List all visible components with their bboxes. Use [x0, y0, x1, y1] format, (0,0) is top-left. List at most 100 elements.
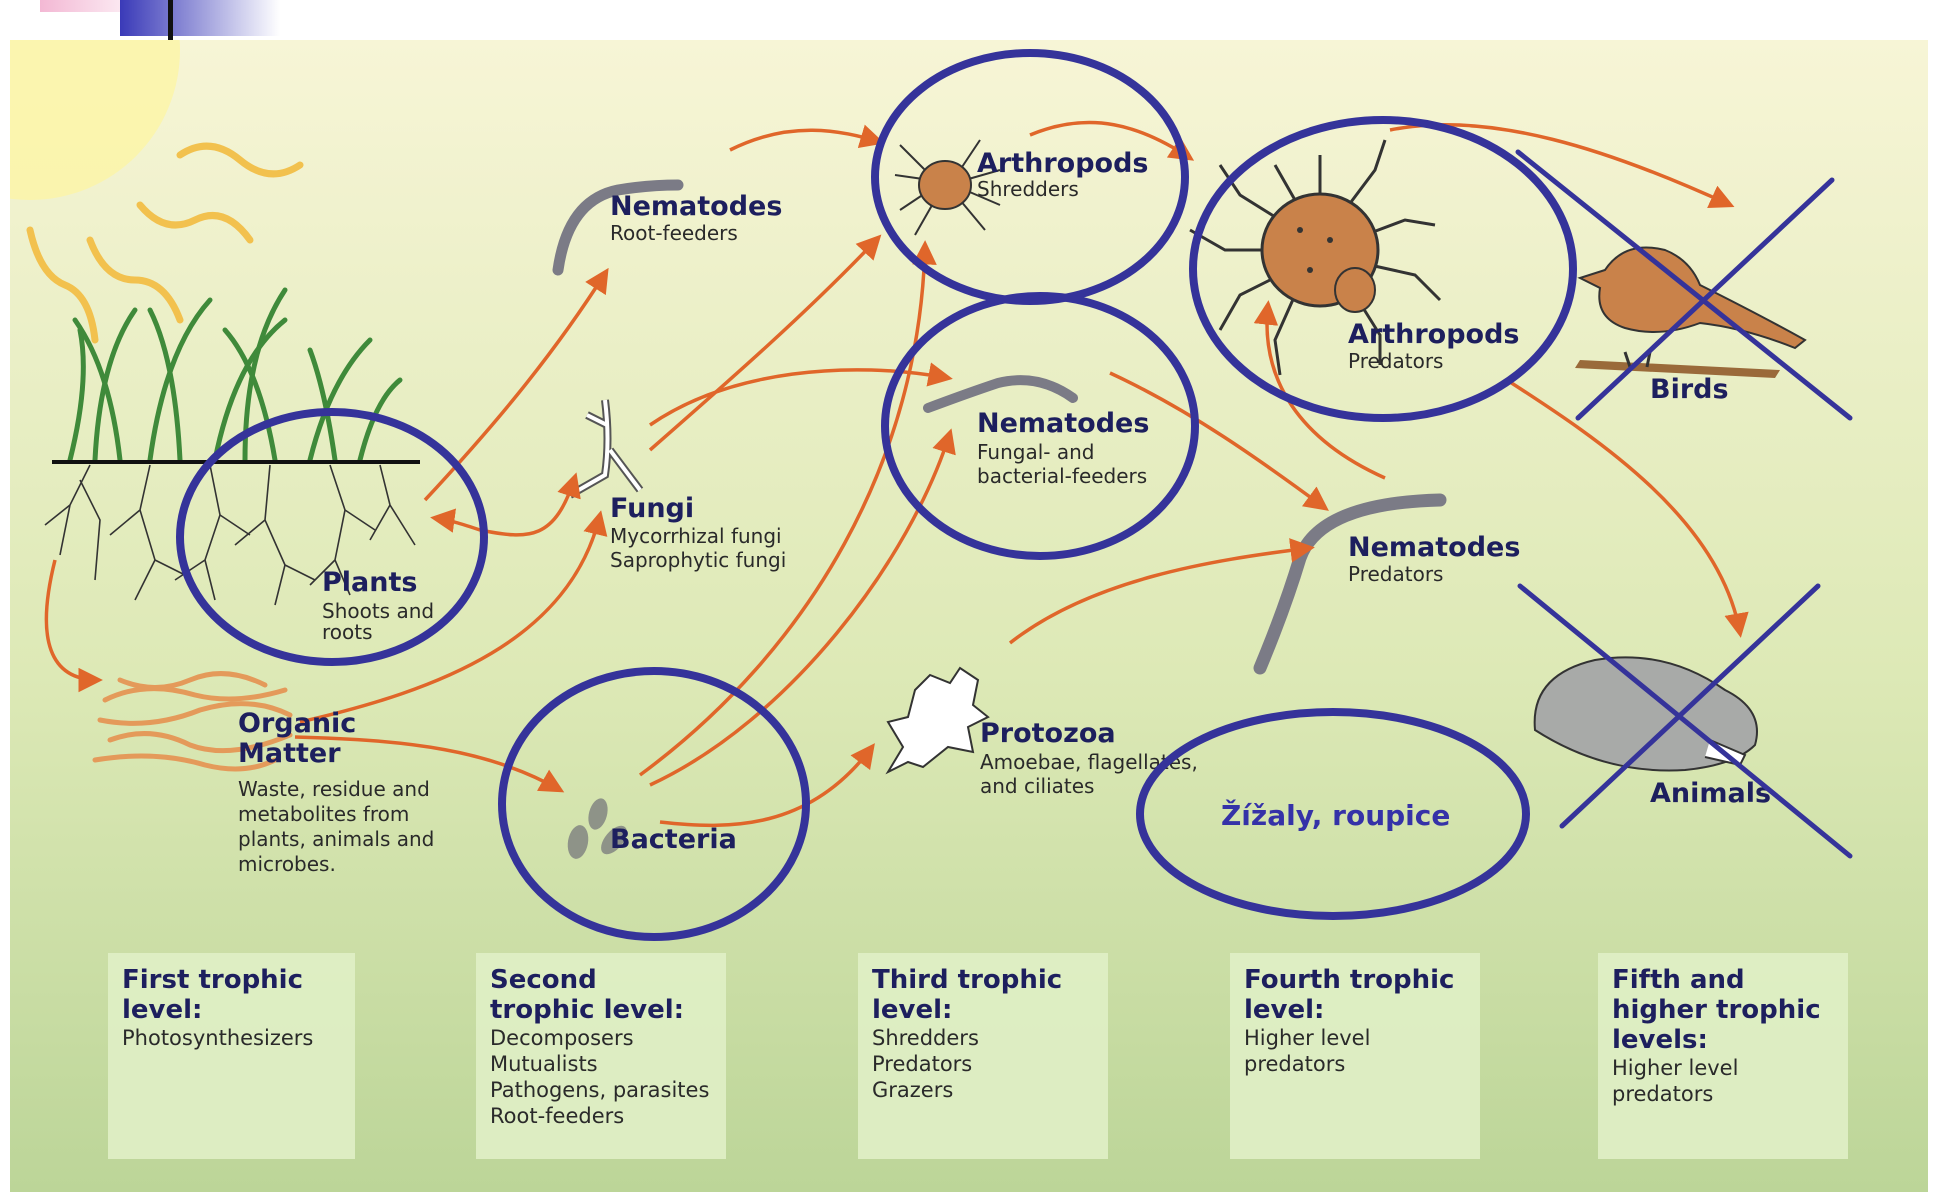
- plants-title: Plants: [322, 567, 417, 598]
- arrow-predator-nematodes-to-predator-arthropods: [1253, 300, 1386, 480]
- trophic-level-4-desc: Higher level predators: [1244, 1026, 1371, 1076]
- svg-text:Shredders: Shredders: [977, 177, 1079, 201]
- svg-text:Arthropods: Arthropods: [977, 148, 1148, 179]
- arrow-predators-to-animals: [1509, 380, 1749, 638]
- protozoa-title: Protozoa: [980, 718, 1116, 749]
- arthropods-shredders-title: Arthropods: [977, 148, 1148, 179]
- cross-animals-line1: [1517, 583, 1853, 859]
- arrow-bacteria-to-shredders: [638, 240, 937, 777]
- highlight-circle-arthropods-shredders: [871, 49, 1189, 305]
- svg-text:plants, animals and: plants, animals and: [238, 827, 434, 851]
- svg-text:Protozoa: Protozoa: [980, 718, 1116, 749]
- protozoa-illustration: [885, 666, 990, 775]
- annotation-text: Žížaly, roupice: [1221, 798, 1450, 832]
- organic-matter-sub4: microbes.: [238, 852, 336, 876]
- trophic-level-5-title: Fifth and higher trophic levels:: [1612, 965, 1821, 1055]
- arrow-fungi-to-shredders: [648, 234, 882, 452]
- svg-text:and ciliates: and ciliates: [980, 774, 1094, 798]
- fungi-sub1: Mycorrhizal fungi: [610, 524, 782, 548]
- plants-sub1: Shoots and: [322, 599, 434, 623]
- trophic-level-box-1: First trophic level: Photosynthesizers: [108, 953, 355, 1159]
- svg-text:roots: roots: [322, 620, 373, 644]
- trophic-level-2-desc: Decomposers Mutualists Pathogens, parasi…: [490, 1026, 710, 1128]
- arrow-bacteria-to-fungal-nematodes: [649, 428, 956, 787]
- svg-text:Root-feeders: Root-feeders: [610, 221, 738, 245]
- fungi-illustration: [568, 399, 644, 499]
- svg-text:Saprophytic fungi: Saprophytic fungi: [610, 548, 786, 572]
- arrow-fungi-to-plants: [430, 508, 481, 533]
- plants-illustration: [44, 287, 420, 606]
- trophic-level-box-5: Fifth and higher trophic levels: Higher …: [1598, 953, 1848, 1159]
- cross-marks: [1515, 149, 1853, 859]
- arthropods-predators-sub: Predators: [1348, 349, 1443, 373]
- soil-food-web-diagram: Nematodes Root-feeders Arthropods Shredd…: [10, 40, 1928, 1192]
- highlight-circle-annotation: [1136, 708, 1530, 920]
- svg-text:metabolites from: metabolites from: [238, 802, 409, 826]
- highlight-circle-plants: [176, 408, 488, 666]
- organic-matter-sub3: plants, animals and: [238, 827, 434, 851]
- svg-text:Organic: Organic: [238, 708, 356, 739]
- svg-text:Matter: Matter: [238, 738, 341, 769]
- arthropods-predators-title: Arthropods: [1348, 319, 1519, 350]
- svg-text:Shoots and: Shoots and: [322, 599, 434, 623]
- fungi-sub2: Saprophytic fungi: [610, 548, 786, 572]
- svg-text:Fungi: Fungi: [610, 493, 694, 524]
- fungi-title: Fungi: [610, 493, 694, 524]
- organic-matter-title2: Matter: [238, 738, 341, 769]
- organic-matter-sub2: metabolites from: [238, 802, 409, 826]
- protozoa-sub2: and ciliates: [980, 774, 1094, 798]
- trophic-level-box-3: Third trophic level: Shredders Predators…: [858, 953, 1108, 1159]
- highlight-circles: [176, 49, 1577, 941]
- arthropod-predator-illustration: [1189, 139, 1442, 376]
- trophic-level-2-title: Second trophic level:: [490, 965, 685, 1025]
- svg-text:Mycorrhizal fungi: Mycorrhizal fungi: [610, 524, 782, 548]
- highlight-circle-arthropods-predators: [1189, 116, 1577, 422]
- trophic-level-4-title: Fourth trophic level:: [1244, 965, 1455, 1025]
- svg-text:Nematodes: Nematodes: [1348, 532, 1520, 563]
- sun-illustration: [10, 40, 304, 344]
- svg-text:Nematodes: Nematodes: [610, 191, 782, 222]
- arrow-plants-to-organic: [44, 559, 103, 693]
- trophic-level-5-desc: Higher level predators: [1612, 1056, 1739, 1106]
- svg-text:Bacteria: Bacteria: [610, 824, 737, 855]
- bird-illustration: [1575, 246, 1807, 378]
- arrow-fungal-nematodes-to-predator-nematodes: [1109, 371, 1329, 511]
- trophic-level-1-title: First trophic level:: [122, 965, 304, 1025]
- arrow-plants-to-fungi: [479, 472, 581, 537]
- arthropods-shredders-sub: Shredders: [977, 177, 1079, 201]
- bacteria-illustration: [567, 798, 627, 859]
- svg-text:Predators: Predators: [1348, 562, 1443, 586]
- food-web-arrows: [44, 120, 1749, 828]
- arrow-protozoa-to-predator-nematodes: [1008, 538, 1315, 645]
- arrow-organic-to-bacteria: [294, 735, 565, 793]
- arthropod-shredder-illustration: [894, 139, 1001, 236]
- svg-text:Birds: Birds: [1650, 374, 1729, 405]
- trophic-level-3-desc: Shredders Predators Grazers: [872, 1026, 979, 1102]
- nematodes-fungal-sub1: Fungal- and: [977, 440, 1094, 464]
- trophic-level-1-desc: Photosynthesizers: [122, 1026, 314, 1050]
- cross-animals-line2: [1559, 583, 1821, 829]
- trophic-level-3-title: Third trophic level:: [872, 965, 1063, 1025]
- svg-text:Waste, residue and: Waste, residue and: [238, 777, 430, 801]
- arrow-bacteria-to-protozoa: [659, 743, 875, 828]
- svg-text:Animals: Animals: [1650, 778, 1771, 809]
- bacteria-title: Bacteria: [610, 824, 737, 855]
- organic-matter-title1: Organic: [238, 708, 356, 739]
- cross-birds-line2: [1575, 177, 1835, 421]
- svg-text:Nematodes: Nematodes: [977, 408, 1149, 439]
- svg-text:Plants: Plants: [322, 567, 417, 598]
- animals-title: Animals: [1650, 778, 1771, 809]
- arrow-root-nematode-to-shredders: [729, 124, 885, 152]
- slide-decoration: [40, 0, 280, 42]
- organic-matter-illustration: [92, 671, 293, 772]
- svg-text:microbes.: microbes.: [238, 852, 336, 876]
- nematodes-root-title: Nematodes: [610, 191, 782, 222]
- trophic-level-box-4: Fourth trophic level: Higher level preda…: [1230, 953, 1480, 1159]
- svg-text:Predators: Predators: [1348, 349, 1443, 373]
- birds-title: Birds: [1650, 374, 1729, 405]
- highlight-circle-bacteria: [498, 667, 810, 941]
- svg-text:Fungal- and: Fungal- and: [977, 440, 1094, 464]
- arrow-organic-to-fungi: [299, 510, 608, 724]
- cross-birds-line1: [1515, 149, 1853, 421]
- trophic-level-box-2: Second trophic level: Decomposers Mutual…: [476, 953, 726, 1159]
